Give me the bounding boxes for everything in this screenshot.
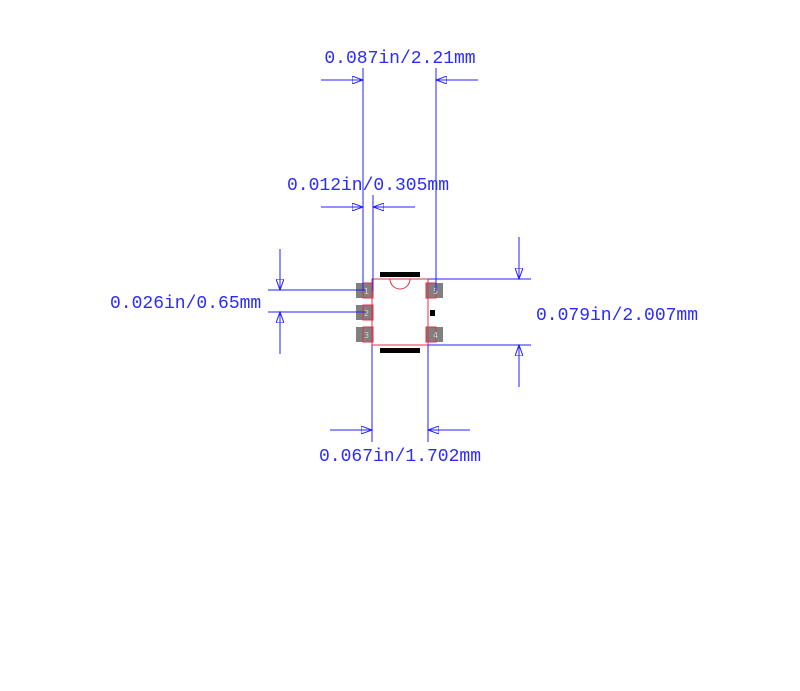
silkscreen-dot (430, 310, 435, 316)
body-outline (371, 278, 429, 346)
dimension-body-length: 0.079in/2.007mm (428, 237, 698, 387)
dimension-body-width: 0.067in/1.702mm (319, 345, 481, 467)
svg-text:1: 1 (364, 287, 369, 296)
svg-text:3: 3 (364, 331, 369, 340)
pad-5: 5 (425, 282, 443, 299)
dimension-pad-width: 0.012in/0.305mm (287, 176, 449, 291)
svg-text:2: 2 (364, 309, 369, 318)
svg-text:0.067in/1.702mm: 0.067in/1.702mm (319, 447, 481, 467)
svg-text:0.087in/2.21mm: 0.087in/2.21mm (324, 49, 475, 69)
pad-3: 3 (356, 326, 374, 343)
dimension-pitch: 0.026in/0.65mm (110, 249, 365, 354)
svg-text:4: 4 (433, 331, 438, 340)
silkscreen-top-bar (380, 272, 420, 277)
silkscreen-bottom-bar (380, 348, 420, 353)
dimension-overall-pad-span: 0.087in/2.21mm (321, 49, 478, 291)
pin1-notch (389, 278, 411, 290)
svg-text:0.079in/2.007mm: 0.079in/2.007mm (536, 306, 698, 326)
svg-text:5: 5 (433, 287, 438, 296)
svg-text:0.012in/0.305mm: 0.012in/0.305mm (287, 176, 449, 196)
svg-text:0.026in/0.65mm: 0.026in/0.65mm (110, 294, 261, 314)
pad-4: 4 (425, 326, 443, 343)
